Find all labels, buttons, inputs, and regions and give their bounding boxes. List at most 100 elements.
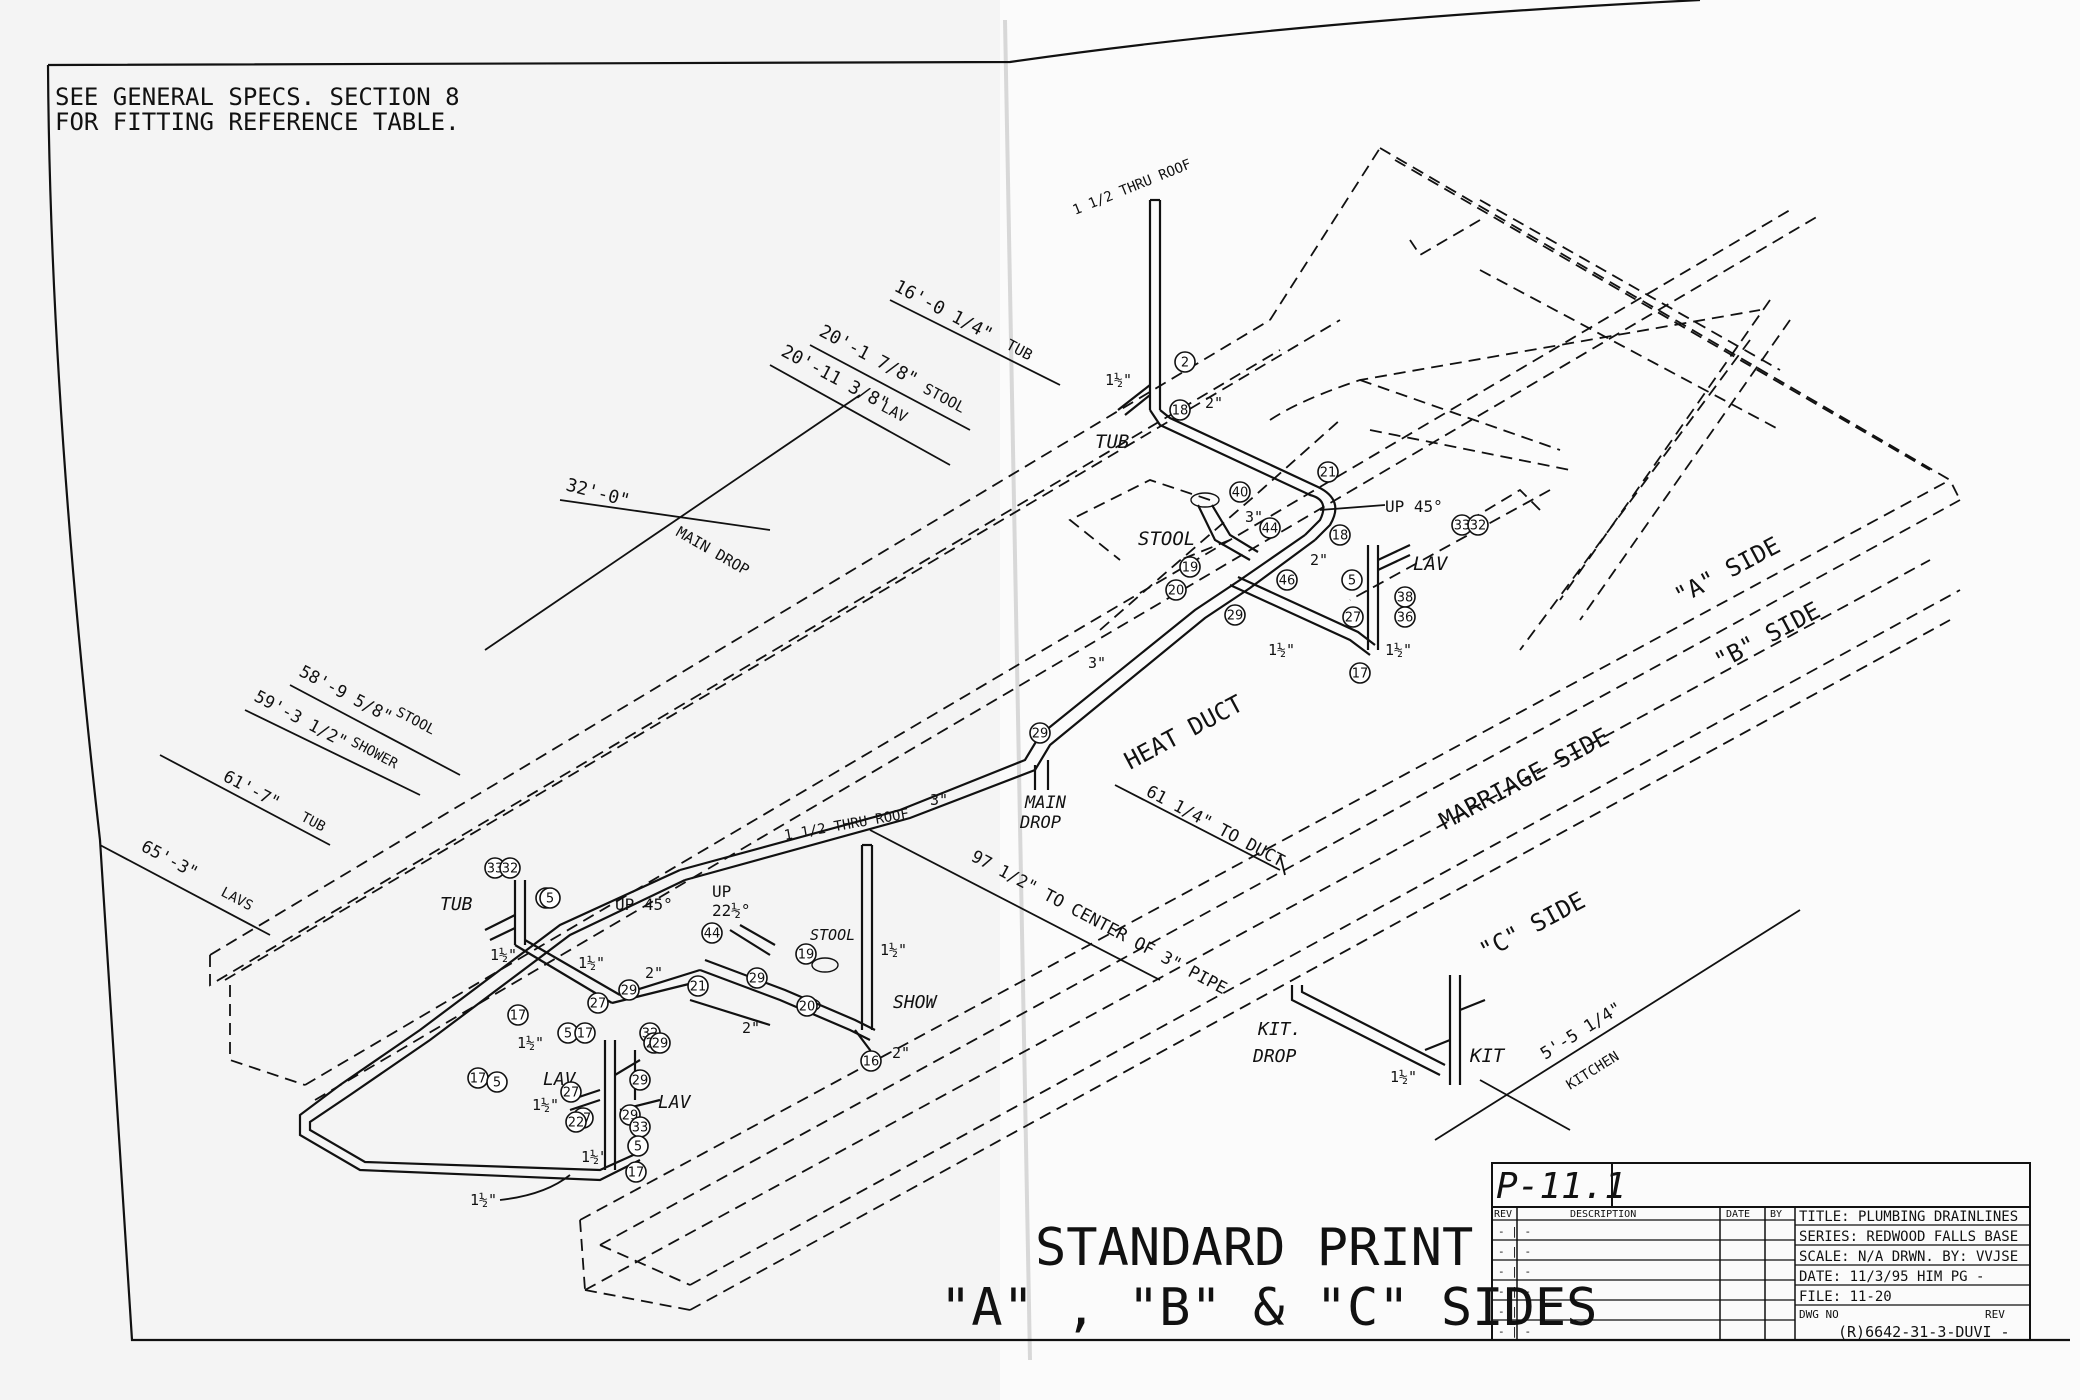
fitting-callout-number: 20 xyxy=(1168,584,1185,599)
fitting-callout-circle xyxy=(1342,606,1364,628)
fitting-callout-circle xyxy=(507,1004,529,1026)
tb-title: TITLE: PLUMBING DRAINLINES xyxy=(1799,1209,2018,1225)
sheet-border-top xyxy=(47,0,1701,67)
label-main-drop2: DROP xyxy=(1019,813,1061,833)
size-s13: 1½" xyxy=(880,941,907,959)
fitting-callout-circle xyxy=(574,1022,596,1044)
fitting-callout-circle xyxy=(627,1135,649,1157)
fitting-callout-number: 29 xyxy=(652,1037,669,1052)
fitting-callout-number: 32 xyxy=(1470,519,1487,534)
fitting-callout-circle xyxy=(860,1050,882,1072)
dim-tub-lower: 61'-7" xyxy=(220,767,284,813)
fitting-callout-circle xyxy=(795,943,817,965)
fitting-callout-circle xyxy=(746,967,768,989)
fitting-callout-number: 18 xyxy=(1172,404,1189,419)
fitting-callout-number: 27 xyxy=(1345,611,1362,626)
dim-tub-upper: 16'-0 1/4" xyxy=(891,276,997,345)
size-s14: 2" xyxy=(892,1044,910,1062)
fitting-callout-circle xyxy=(1317,461,1339,483)
fitting-callout-number: 46 xyxy=(1279,574,1296,589)
fitting-callout-circle xyxy=(1029,722,1051,744)
fitting-callout-circle xyxy=(796,995,818,1017)
tb-series: SERIES: REDWOOD FALLS BASE xyxy=(1799,1229,2018,1245)
tb-rev-label: REV xyxy=(1985,1308,2005,1321)
fitting-callout-circle xyxy=(701,922,723,944)
size-s4: 2" xyxy=(1310,551,1328,569)
label-main-drop: MAIN xyxy=(1024,793,1067,813)
floor-outline xyxy=(209,147,1961,1311)
fitting-callout-circle xyxy=(1179,556,1201,578)
label-kit: KIT xyxy=(1469,1045,1506,1067)
label-kit-drop2: DROP xyxy=(1252,1046,1297,1067)
fitting-callout-circle xyxy=(1169,399,1191,421)
label-up45-b: UP 45° xyxy=(615,895,673,914)
tb-dwg-label: DWG NO xyxy=(1799,1308,1839,1321)
tb-row-3: - | - xyxy=(1498,1265,1531,1278)
fitting-callout-number: 21 xyxy=(1320,466,1337,481)
sheet-number: P-11.1 xyxy=(1496,1166,1626,1207)
fitting-callout-number: 19 xyxy=(798,948,815,963)
fitting-callout-circle xyxy=(1229,481,1251,503)
fitting-callout-number: 40 xyxy=(1232,486,1249,501)
fitting-callout-circle xyxy=(1174,351,1196,373)
fitting-callout-circle xyxy=(486,1071,508,1093)
label-kit-drop: KIT. xyxy=(1257,1019,1301,1040)
tb-scale: SCALE: N/A DRWN. BY: VVJSE xyxy=(1799,1249,2018,1265)
label-show-b: SHOW xyxy=(893,992,939,1013)
fitting-callout-number: 18 xyxy=(1332,529,1349,544)
fitting-callout-number: 44 xyxy=(704,927,721,942)
dim-main-drop-label: MAIN DROP xyxy=(673,523,752,579)
fitting-callout-circle xyxy=(1394,606,1416,628)
fitting-callout-circle xyxy=(629,1069,651,1091)
label-up45-a: UP 45° xyxy=(1385,497,1443,516)
tb-date: DATE: 11/3/95 HIM PG - xyxy=(1799,1269,1984,1285)
label-stool-b: STOOL xyxy=(810,926,855,944)
fitting-callout-number: 16 xyxy=(863,1055,880,1070)
size-s10: 1½" xyxy=(578,954,605,972)
label-lav-b2: LAV xyxy=(658,1092,692,1113)
fitting-callout-circle xyxy=(1329,524,1351,546)
fitting-callout-number: 17 xyxy=(628,1166,645,1181)
vent-lower: 1 1/2 THRU ROOF xyxy=(783,806,910,844)
fitting-callout-circle xyxy=(560,1081,582,1103)
paper-fold xyxy=(1003,19,1032,1361)
fitting-callout-number: 29 xyxy=(632,1074,649,1089)
fitting-callout-number: 5 xyxy=(546,892,554,907)
fitting-callout-number: 38 xyxy=(1397,591,1414,606)
fitting-callout-number: 17 xyxy=(510,1009,527,1024)
tb-row-1: - | - xyxy=(1498,1225,1531,1238)
fitting-callout-number: 20 xyxy=(799,1000,816,1015)
size-s19: 1½" xyxy=(1390,1068,1417,1086)
fitting-callout-number: 29 xyxy=(1032,727,1049,742)
size-s2: 2" xyxy=(1205,394,1223,412)
tb-header-by: BY xyxy=(1770,1209,1782,1220)
fitting-callout-number: 33 xyxy=(632,1121,649,1136)
size-s15: 1½" xyxy=(517,1034,544,1052)
fitting-callout-number: 29 xyxy=(1227,609,1244,624)
note-line2: FOR FITTING REFERENCE TABLE. xyxy=(55,108,460,136)
fitting-callout-circle xyxy=(687,975,709,997)
fitting-callout-number: 29 xyxy=(621,984,638,999)
fitting-callout-number: 17 xyxy=(470,1072,487,1087)
tb-header-rev: REV xyxy=(1494,1209,1512,1220)
size-s16: 1½" xyxy=(532,1096,559,1114)
label-up22-b2: 22½° xyxy=(712,901,751,920)
dim-lavs: 65'-3" xyxy=(138,837,202,883)
note-line1: SEE GENERAL SPECS. SECTION 8 xyxy=(55,83,460,111)
fitting-callout-number: 5 xyxy=(634,1140,642,1155)
fitting-callout-number: 29 xyxy=(749,972,766,987)
tb-header-date: DATE xyxy=(1726,1209,1750,1220)
fitting-callout-number: 33 xyxy=(487,862,504,877)
fitting-callout-number: 27 xyxy=(590,997,607,1012)
leader-s18 xyxy=(499,1174,571,1201)
size-s1: 1½" xyxy=(1105,371,1132,389)
tb-row-4: - | - xyxy=(1498,1285,1531,1298)
fitting-callout-circle xyxy=(565,1111,587,1133)
fitting-callouts: 2182118404446192029533323836271729172753… xyxy=(467,351,1489,1183)
size-s6: 1½" xyxy=(1385,641,1412,659)
fitting-callout-circle xyxy=(1467,514,1489,536)
size-s3: 3" xyxy=(1245,508,1263,526)
dimension-lines xyxy=(99,299,1801,1141)
tb-dwg-number: (R)6642-31-3-DUVI - xyxy=(1838,1323,2010,1341)
